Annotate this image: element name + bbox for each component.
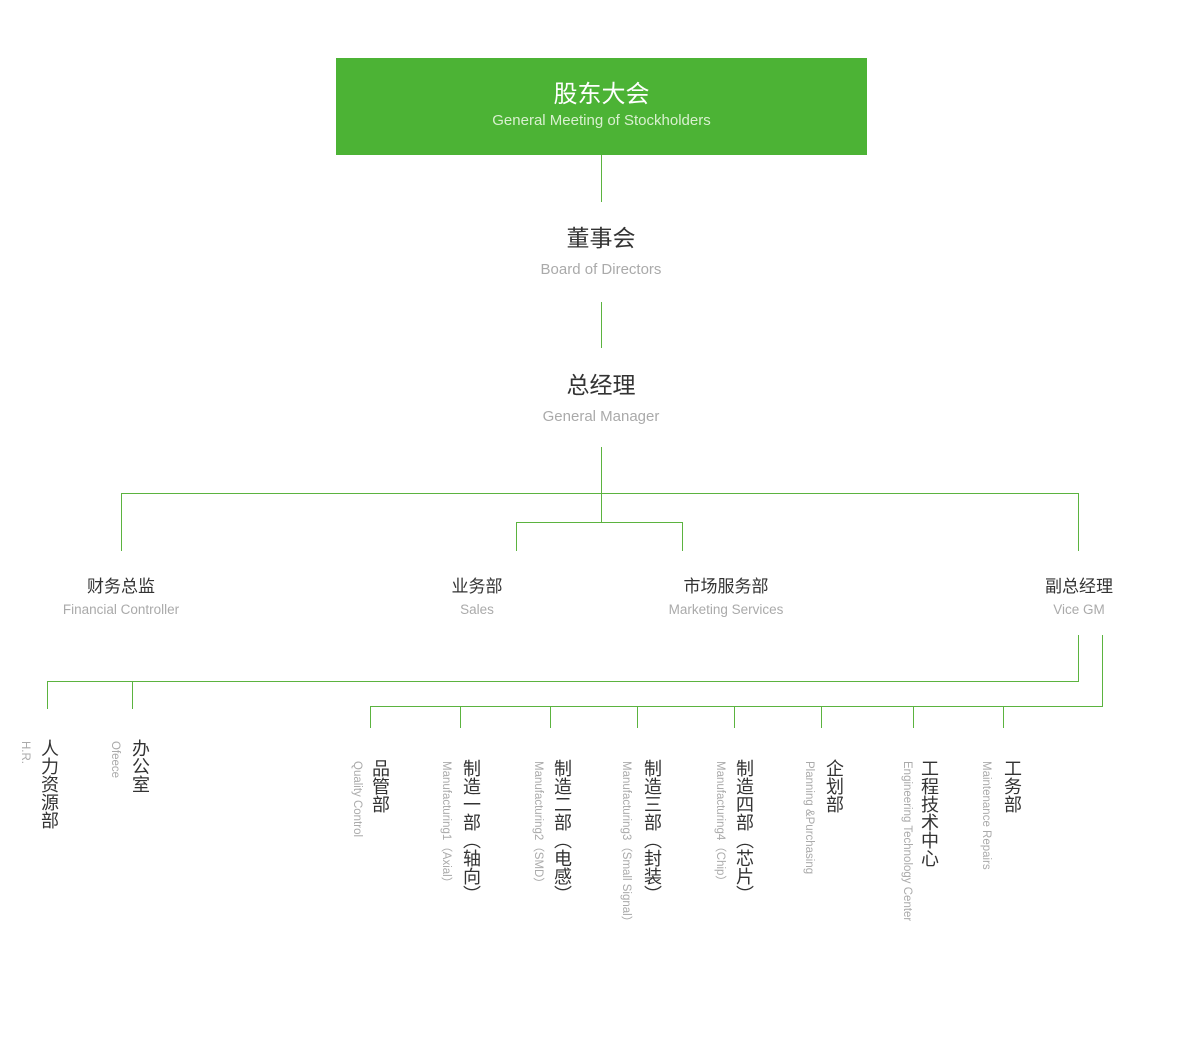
connector-vgm-right-down [1102, 635, 1103, 706]
shareholders-title: 股东大会 [553, 80, 650, 108]
qc-title: 品管部 [369, 759, 390, 813]
gm-subtitle: General Manager [542, 408, 660, 425]
m1-title: 制造一部（轴向） [460, 759, 481, 903]
vgm-node: 副总经理 Vice GM [1018, 572, 1140, 617]
connector-admin-bar [47, 681, 1079, 682]
connector-maintenance [1003, 706, 1004, 728]
connector-m1 [460, 706, 461, 728]
connector-marketing [682, 522, 683, 551]
hr-subtitle: H.R. [19, 741, 31, 764]
connector-sales [516, 522, 517, 551]
marketing-title: 市场服务部 [683, 577, 769, 597]
connector-gm-down [601, 447, 602, 523]
engineering-title: 工程技术中心 [918, 759, 939, 867]
connector-cfo [121, 493, 122, 551]
cfo-title: 财务总监 [87, 577, 155, 597]
marketing-subtitle: Marketing Services [668, 602, 784, 617]
connector-planning [821, 706, 822, 728]
planning-subtitle: Planning &Purchasing [803, 761, 815, 875]
connector-m3 [637, 706, 638, 728]
connector-level2-outer [121, 493, 1079, 494]
maintenance-title: 工务部 [1001, 759, 1022, 813]
m2-title: 制造二部（电感） [551, 759, 572, 903]
engineering-subtitle: Engineering Technology Center [901, 761, 913, 922]
office-subtitle: Ofeece [109, 741, 121, 779]
shareholders-node: 股东大会 General Meeting of Stockholders [336, 58, 867, 155]
board-subtitle: Board of Directors [540, 261, 662, 278]
m3-title: 制造三部（封装） [641, 759, 662, 903]
m2-subtitle: Manufacturing2（SMD） [532, 761, 544, 889]
connector-engineering [913, 706, 914, 728]
gm-node: 总经理 General Manager [500, 366, 702, 425]
m4-subtitle: Manufacturing4（Chip） [714, 761, 726, 887]
connector-m4 [734, 706, 735, 728]
sales-subtitle: Sales [460, 602, 494, 617]
board-title: 董事会 [566, 226, 636, 252]
hr-title: 人力资源部 [38, 739, 59, 829]
marketing-node: 市场服务部 Marketing Services [646, 572, 806, 617]
connector-hr [47, 681, 48, 709]
cfo-subtitle: Financial Controller [62, 602, 180, 617]
connector-qc [370, 706, 371, 728]
connector-level2-inner [516, 522, 683, 523]
qc-subtitle: Quality Control [351, 761, 363, 838]
vgm-title: 副总经理 [1045, 577, 1113, 597]
sales-node: 业务部 Sales [417, 572, 537, 617]
gm-title: 总经理 [566, 373, 636, 399]
maintenance-subtitle: Maintenance Repairs [980, 761, 992, 870]
connector-board-gm [601, 302, 602, 348]
connector-office [132, 681, 133, 709]
m1-subtitle: Manufacturing1（Axial） [440, 761, 452, 889]
sales-title: 业务部 [451, 577, 503, 597]
connector-vgm-left-down [1078, 635, 1079, 681]
office-title: 办公室 [129, 739, 150, 793]
connector-m2 [550, 706, 551, 728]
connector-production-bar [370, 706, 1103, 707]
connector-shareholders-board [601, 155, 602, 202]
cfo-node: 财务总监 Financial Controller [40, 572, 202, 617]
connector-vgm [1078, 493, 1079, 551]
vgm-subtitle: Vice GM [1053, 602, 1105, 617]
m3-subtitle: Manufacturing3（Small Signal） [620, 761, 632, 928]
shareholders-subtitle: General Meeting of Stockholders [492, 112, 711, 129]
m4-title: 制造四部（芯片） [733, 759, 754, 903]
planning-title: 企划部 [823, 759, 844, 813]
board-node: 董事会 Board of Directors [500, 219, 702, 278]
